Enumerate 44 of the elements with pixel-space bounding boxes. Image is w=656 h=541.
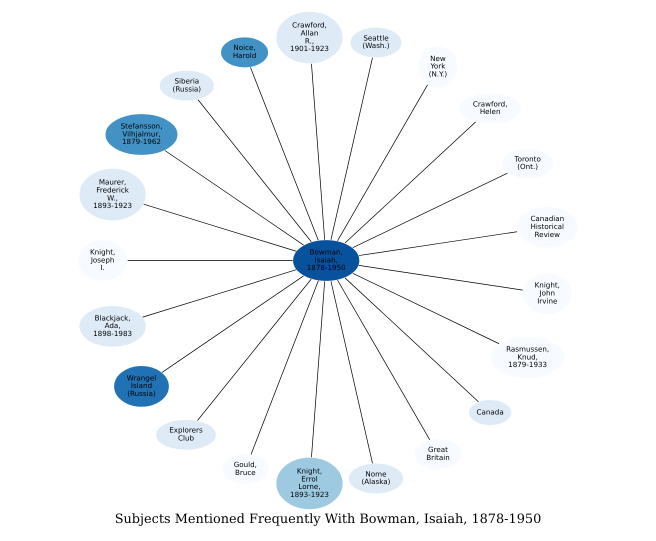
connector xyxy=(344,122,476,244)
connector xyxy=(337,84,428,242)
node-ellipse: Siberia (Russia) xyxy=(159,70,215,102)
node-ellipse: Crawford, Allan R., 1901-1923 xyxy=(276,11,344,64)
node-ellipse: Crawford, Helen xyxy=(458,92,522,124)
node-ellipse: Noice, Harold xyxy=(220,36,269,68)
connector xyxy=(358,231,518,256)
node-ellipse: Knight, Errol Lorne, 1893-1923 xyxy=(276,456,344,510)
node-ellipse: Canada xyxy=(468,399,512,426)
diagram-title: Subjects Mentioned Frequently With Bowman, Isaiah, 1878-1950 xyxy=(114,512,542,527)
connector xyxy=(250,66,319,240)
connector xyxy=(198,99,312,242)
node-ellipse: Rasmussen, Knud, 1879-1933 xyxy=(490,336,566,379)
node-ellipse: Bowman, Isaiah, 1878-1950 xyxy=(292,239,360,282)
connector xyxy=(337,280,430,440)
node-ellipse: Stefansson, Vilhjalmur, 1879-1962 xyxy=(104,113,178,156)
connector xyxy=(250,280,319,455)
node-ellipse: Explorers Club xyxy=(155,419,217,450)
node-ellipse: Wrangel Island (Russia) xyxy=(113,365,170,408)
node-ellipse: Nome (Alaska) xyxy=(348,462,404,494)
connector xyxy=(143,204,297,252)
node-ellipse: Seattle (Wash.) xyxy=(350,26,402,58)
node-circle: New York (N.Y.) xyxy=(418,46,458,88)
node-ellipse: Canadian Historical Review xyxy=(516,206,579,248)
node-ellipse: Great Britain xyxy=(414,438,462,470)
connector xyxy=(162,276,304,373)
connector xyxy=(311,280,326,458)
node-ellipse: Maurer, Frederick W., 1893-1923 xyxy=(78,168,146,222)
node-ellipse: Knight, Joseph I. xyxy=(77,239,128,282)
connector xyxy=(197,278,312,421)
node-ellipse: Toronto (Ont.) xyxy=(501,148,554,180)
connector xyxy=(330,280,373,464)
node-ellipse: Gould, Bruce xyxy=(222,453,269,485)
connector xyxy=(142,269,297,318)
connector xyxy=(127,260,294,261)
connector xyxy=(311,63,326,240)
connector xyxy=(330,57,373,240)
node-ellipse: Blackjack, Ada, 1898-1983 xyxy=(78,305,146,348)
connector xyxy=(352,272,500,344)
connector xyxy=(164,150,304,246)
connector xyxy=(344,278,479,402)
connector xyxy=(352,172,508,248)
connector xyxy=(358,265,524,290)
node-ellipse: Knight, John Irvine xyxy=(522,272,573,315)
